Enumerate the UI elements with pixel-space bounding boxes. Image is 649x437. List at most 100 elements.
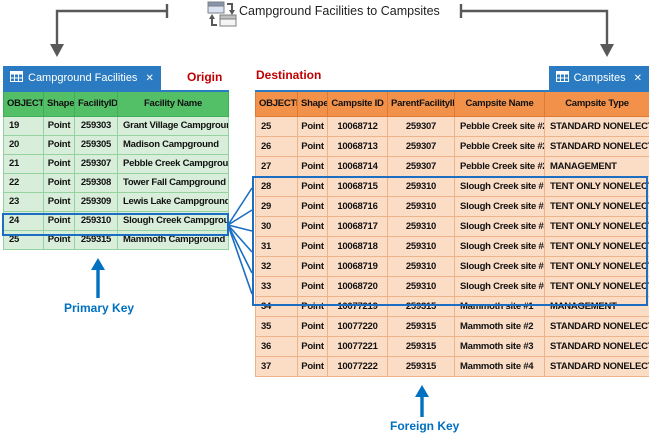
cell: 36 (255, 335, 298, 357)
column-header[interactable]: Facility Name (117, 90, 229, 117)
column-header[interactable]: OBJECTID (3, 90, 44, 117)
close-icon[interactable]: ✕ (633, 72, 642, 84)
primary-key-arrowhead (91, 258, 105, 270)
right-connector-arrowhead (600, 44, 614, 57)
cell: Point (43, 210, 75, 231)
cell: TENT ONLY NONELECTRIC (544, 275, 649, 297)
cell: 259303 (74, 115, 118, 136)
relate-tables-icon (207, 1, 237, 33)
cell: Point (297, 275, 328, 297)
origin-label: Origin (187, 70, 223, 84)
column-header[interactable]: Campsite Name (454, 90, 545, 117)
cell: 259310 (387, 215, 455, 237)
cell: Mammoth Campground (117, 229, 229, 250)
cell: Slough Creek site #6 (454, 275, 545, 297)
cell: Point (43, 115, 75, 136)
column-header[interactable]: OBJECTID (255, 90, 298, 117)
campsites-table: OBJECTIDShapeCampsite IDParentFacilityID… (255, 90, 649, 377)
cell: MANAGEMENT (544, 295, 649, 317)
column-header[interactable]: Shape (297, 90, 328, 117)
column-header[interactable]: ParentFacilityID (387, 90, 455, 117)
cell: Lewis Lake Campground (117, 191, 229, 212)
cell: Point (297, 295, 328, 317)
tab-label: Campsites (573, 72, 626, 84)
table-header: OBJECTIDShapeFacilityIDFacility Name (3, 90, 229, 117)
cell: STANDARD NONELECTRIC (544, 135, 649, 157)
cell: Slough Creek site #2 (454, 195, 545, 217)
cell: 259307 (74, 153, 118, 174)
cell: 259310 (387, 195, 455, 217)
cell: MANAGEMENT (544, 155, 649, 177)
cell: 259307 (387, 155, 455, 177)
tab-campground-facilities[interactable]: Campground Facilities ✕ (3, 66, 161, 90)
diagram-title: Campground Facilities to Campsites (239, 4, 440, 18)
cell: 21 (3, 153, 44, 174)
column-header[interactable]: Shape (43, 90, 75, 117)
cell: Pebble Creek site #25 (454, 115, 545, 137)
cell: 25 (255, 115, 298, 137)
tab-label: Campground Facilities (28, 72, 138, 84)
cell: Point (297, 135, 328, 157)
cell: 30 (255, 215, 298, 237)
cell: STANDARD NONELECTRIC (544, 115, 649, 137)
cell: 259315 (74, 229, 118, 250)
cell: Mammoth site #4 (454, 355, 545, 377)
header-row: OBJECTIDShapeCampsite IDParentFacilityID… (255, 90, 649, 117)
column-header[interactable]: Campsite Type (544, 90, 649, 117)
cell: Slough Creek site #4 (454, 235, 545, 257)
header-row: OBJECTIDShapeFacilityIDFacility Name (3, 90, 229, 117)
cell: 259310 (74, 210, 118, 231)
cell: 10068716 (327, 195, 388, 217)
cell: Pebble Creek site #26 (454, 135, 545, 157)
cell: Point (297, 115, 328, 137)
cell: 259310 (387, 275, 455, 297)
cell: Point (297, 155, 328, 177)
column-header[interactable]: Campsite ID (327, 90, 388, 117)
cell: Point (43, 229, 75, 250)
close-icon[interactable]: ✕ (145, 72, 154, 84)
cell: 259315 (387, 355, 455, 377)
column-header[interactable]: FacilityID (74, 90, 118, 117)
cell: 10068717 (327, 215, 388, 237)
cell: 259310 (387, 255, 455, 277)
cell: 31 (255, 235, 298, 257)
tab-campsites[interactable]: Campsites ✕ (548, 66, 649, 90)
cell: 24 (3, 210, 44, 231)
cell: STANDARD NONELECTRIC (544, 335, 649, 357)
cell: Point (43, 172, 75, 193)
cell: TENT ONLY NONELECTRIC (544, 195, 649, 217)
cell: Slough Creek site #3 (454, 215, 545, 237)
cell: 10077219 (327, 295, 388, 317)
cell: Mammoth site #1 (454, 295, 545, 317)
cell: 259315 (387, 295, 455, 317)
cell: Tower Fall Campground (117, 172, 229, 193)
cell: 25 (3, 229, 44, 250)
cell: 33 (255, 275, 298, 297)
cell: 23 (3, 191, 44, 212)
cell: Point (297, 175, 328, 197)
cell: 10068714 (327, 155, 388, 177)
cell: Point (297, 335, 328, 357)
cell: Point (297, 355, 328, 377)
